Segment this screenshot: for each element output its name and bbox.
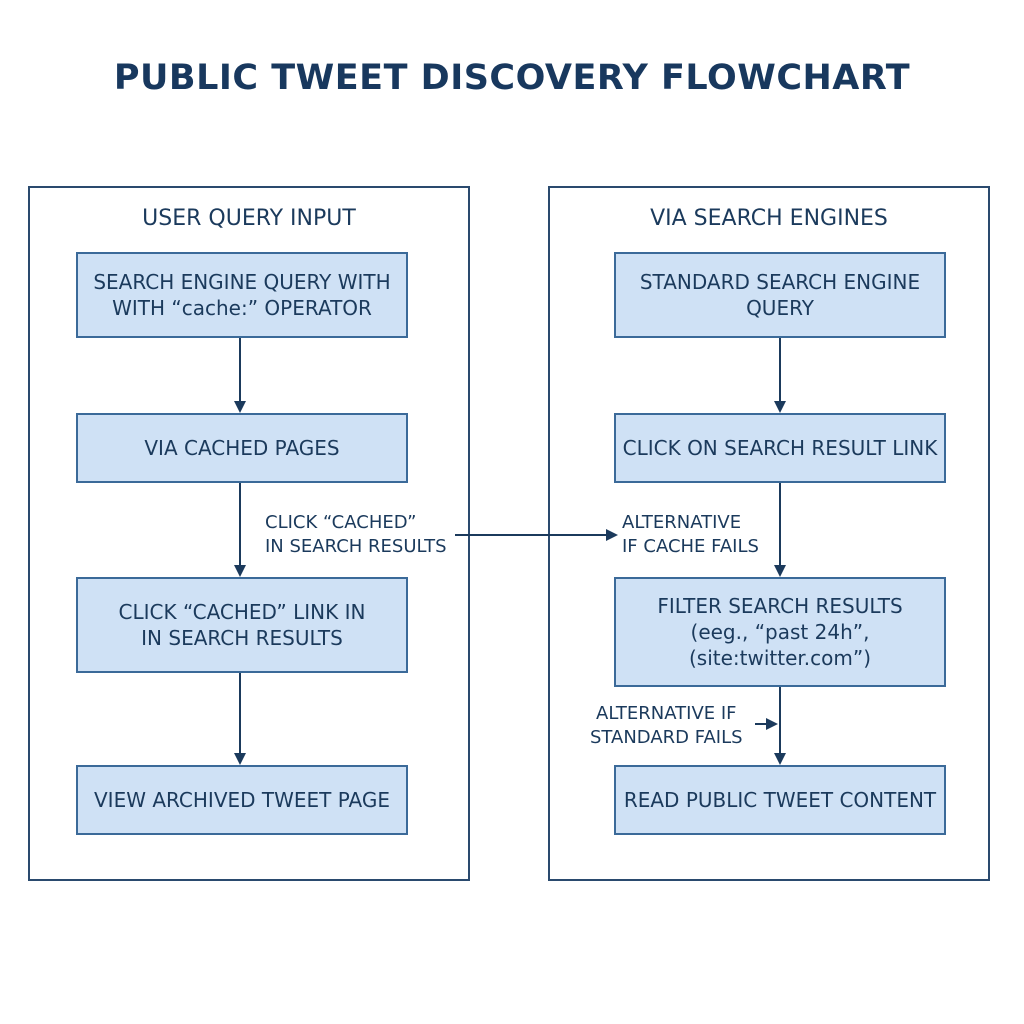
box-standard-search-query: STANDARD SEARCH ENGINE QUERY	[614, 252, 946, 338]
edge-label-alternative-cache: ALTERNATIVE IF CACHE FAILS	[622, 511, 759, 559]
box-click-search-result-link: CLICK ON SEARCH RESULT LINK	[614, 413, 946, 483]
box-click-cached-link: CLICK “CACHED” LINK IN IN SEARCH RESULTS	[76, 577, 408, 673]
box-line: CLICK “CACHED” LINK IN	[118, 600, 366, 624]
box-line: WITH “cache:” OPERATOR	[112, 296, 372, 320]
box-read-public-tweet: READ PUBLIC TWEET CONTENT	[614, 765, 946, 835]
page-title: PUBLIC TWEET DISCOVERY FLOWCHART	[113, 58, 911, 98]
box-line: (eeg., “past 24h”,	[690, 620, 870, 644]
right-panel-heading: VIA SEARCH ENGINES	[650, 206, 888, 231]
label-line: CLICK “CACHED”	[265, 512, 417, 533]
edge-label-alternative-standard: ALTERNATIVE IF STANDARD FAILS	[590, 702, 743, 750]
label-line: ALTERNATIVE IF	[596, 703, 737, 724]
box-line: (site:twitter.com”)	[688, 646, 872, 670]
box-via-cached-pages: VIA CACHED PAGES	[76, 413, 408, 483]
edge-label-click-cached: CLICK “CACHED” IN SEARCH RESULTS	[265, 511, 447, 559]
label-line: ALTERNATIVE	[622, 512, 742, 533]
label-line: IF CACHE FAILS	[622, 536, 759, 557]
box-line: IN SEARCH RESULTS	[141, 626, 343, 650]
box-view-archived-tweet: VIEW ARCHIVED TWEET PAGE	[76, 765, 408, 835]
box-line: VIEW ARCHIVED TWEET PAGE	[94, 788, 390, 812]
box-line: QUERY	[746, 296, 814, 320]
box-line: STANDARD SEARCH ENGINE	[639, 270, 921, 294]
box-line: FILTER SEARCH RESULTS	[657, 594, 903, 618]
label-line: IN SEARCH RESULTS	[265, 536, 447, 557]
box-line: SEARCH ENGINE QUERY WITH	[93, 270, 391, 294]
box-line: READ PUBLIC TWEET CONTENT	[623, 788, 937, 812]
left-panel-heading: USER QUERY INPUT	[142, 206, 356, 231]
box-cache-operator-query: SEARCH ENGINE QUERY WITH WITH “cache:” O…	[76, 252, 408, 338]
box-line: CLICK ON SEARCH RESULT LINK	[622, 436, 938, 460]
box-line: VIA CACHED PAGES	[144, 436, 340, 460]
box-filter-search-results: FILTER SEARCH RESULTS (eeg., “past 24h”,…	[614, 577, 946, 687]
label-line: STANDARD FAILS	[590, 727, 743, 748]
